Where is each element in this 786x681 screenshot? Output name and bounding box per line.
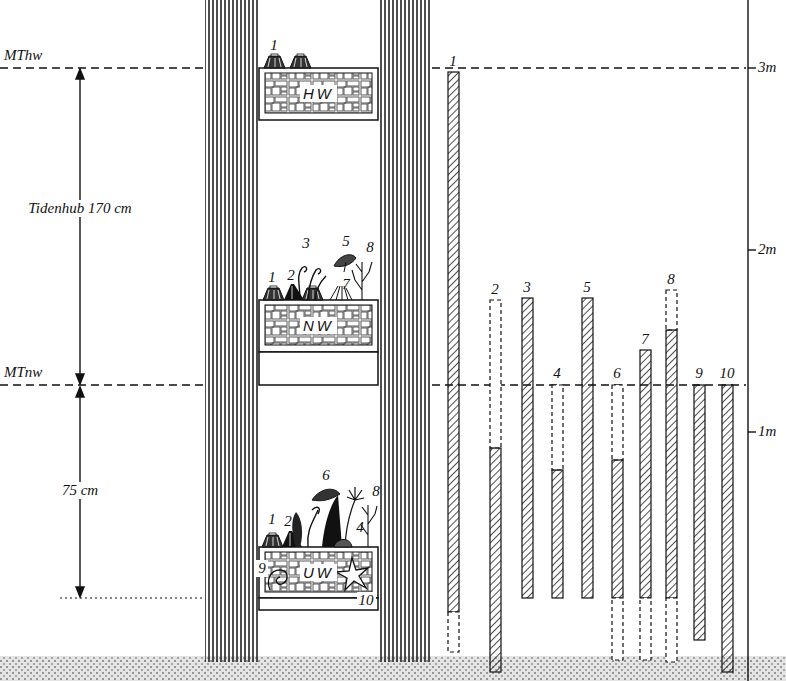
callout-number: 6 bbox=[322, 468, 330, 483]
panel-label: NW bbox=[300, 317, 337, 334]
bar-number: 8 bbox=[667, 272, 675, 287]
bar-number: 7 bbox=[641, 332, 649, 347]
dimension-label: 75 cm bbox=[60, 482, 100, 499]
level-label: MThw bbox=[4, 48, 42, 63]
callout-number: 7 bbox=[342, 277, 350, 292]
bar-number: 10 bbox=[720, 366, 735, 381]
bar-number: 1 bbox=[449, 54, 457, 69]
panel-box: HW bbox=[265, 73, 372, 113]
bar-number: 2 bbox=[491, 282, 499, 297]
scale-label: 3m bbox=[758, 60, 776, 75]
panel-box: UW bbox=[265, 552, 372, 592]
panel-label: UW bbox=[300, 564, 337, 581]
callout-number: 1 bbox=[268, 270, 276, 285]
bar-number: 3 bbox=[523, 280, 531, 295]
panel-box: NW bbox=[265, 305, 372, 345]
bar-number: 4 bbox=[553, 366, 561, 381]
bar-number: 9 bbox=[695, 366, 703, 381]
callout-number: 4 bbox=[356, 520, 364, 535]
dimension-label: Tidenhub 170 cm bbox=[26, 200, 133, 217]
callout-number: 8 bbox=[372, 484, 380, 499]
level-label: MTnw bbox=[4, 365, 42, 380]
panel-label: HW bbox=[300, 85, 337, 102]
callout-number: 8 bbox=[366, 240, 374, 255]
callout-number: 10 bbox=[357, 592, 376, 609]
callout-number: 1 bbox=[270, 38, 278, 53]
callout-number: 9 bbox=[256, 560, 268, 577]
scale-label: 2m bbox=[758, 242, 776, 257]
callout-number: 2 bbox=[287, 268, 295, 283]
callout-number: 3 bbox=[302, 236, 310, 251]
bar-number: 6 bbox=[613, 366, 621, 381]
scale-label: 1m bbox=[758, 424, 776, 439]
callout-number: 1 bbox=[268, 512, 276, 527]
callout-number: 2 bbox=[284, 514, 292, 529]
callout-number: 5 bbox=[342, 234, 350, 249]
bar-number: 5 bbox=[583, 280, 591, 295]
